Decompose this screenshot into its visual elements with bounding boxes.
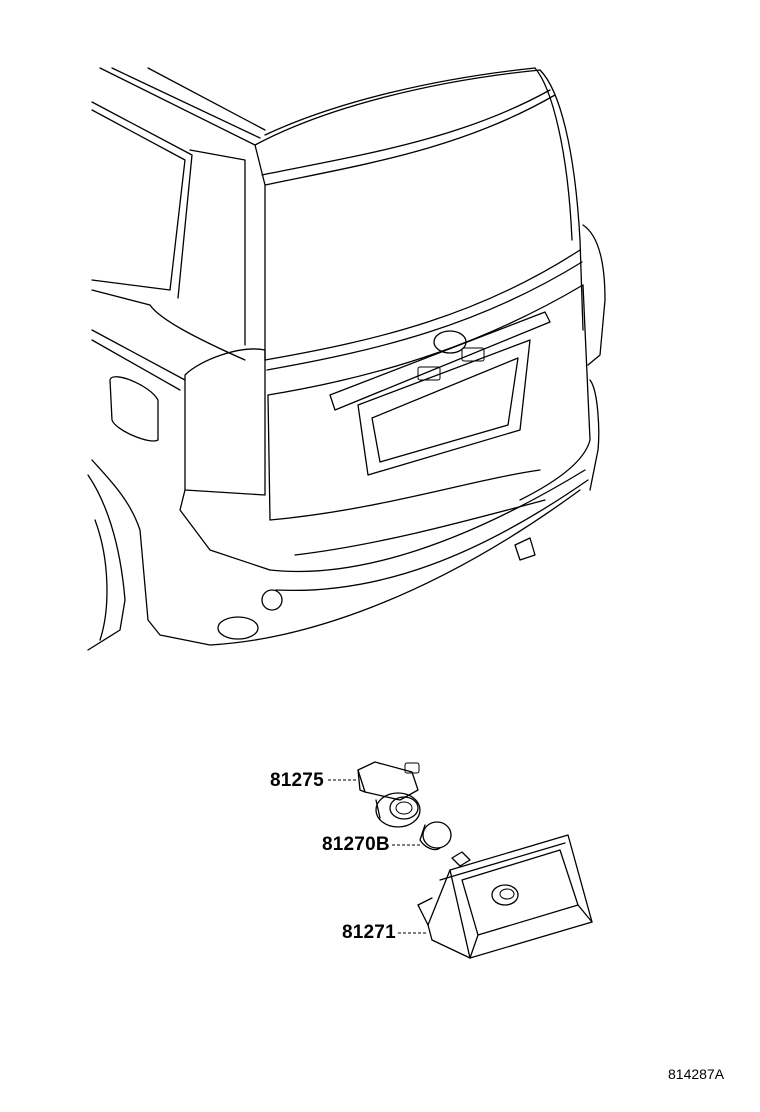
socket-part-drawing xyxy=(357,761,421,828)
rear-gate xyxy=(254,67,591,556)
figure-id: 814287A xyxy=(668,1066,725,1082)
roof-outline xyxy=(99,67,541,146)
bulb-part-drawing xyxy=(419,821,452,851)
part-number-81275: 81275 xyxy=(270,770,324,791)
housing-part-drawing xyxy=(417,834,593,959)
part-number-81271: 81271 xyxy=(342,922,396,943)
part-number-81270b: 81270B xyxy=(322,834,390,855)
side-body xyxy=(87,101,606,651)
